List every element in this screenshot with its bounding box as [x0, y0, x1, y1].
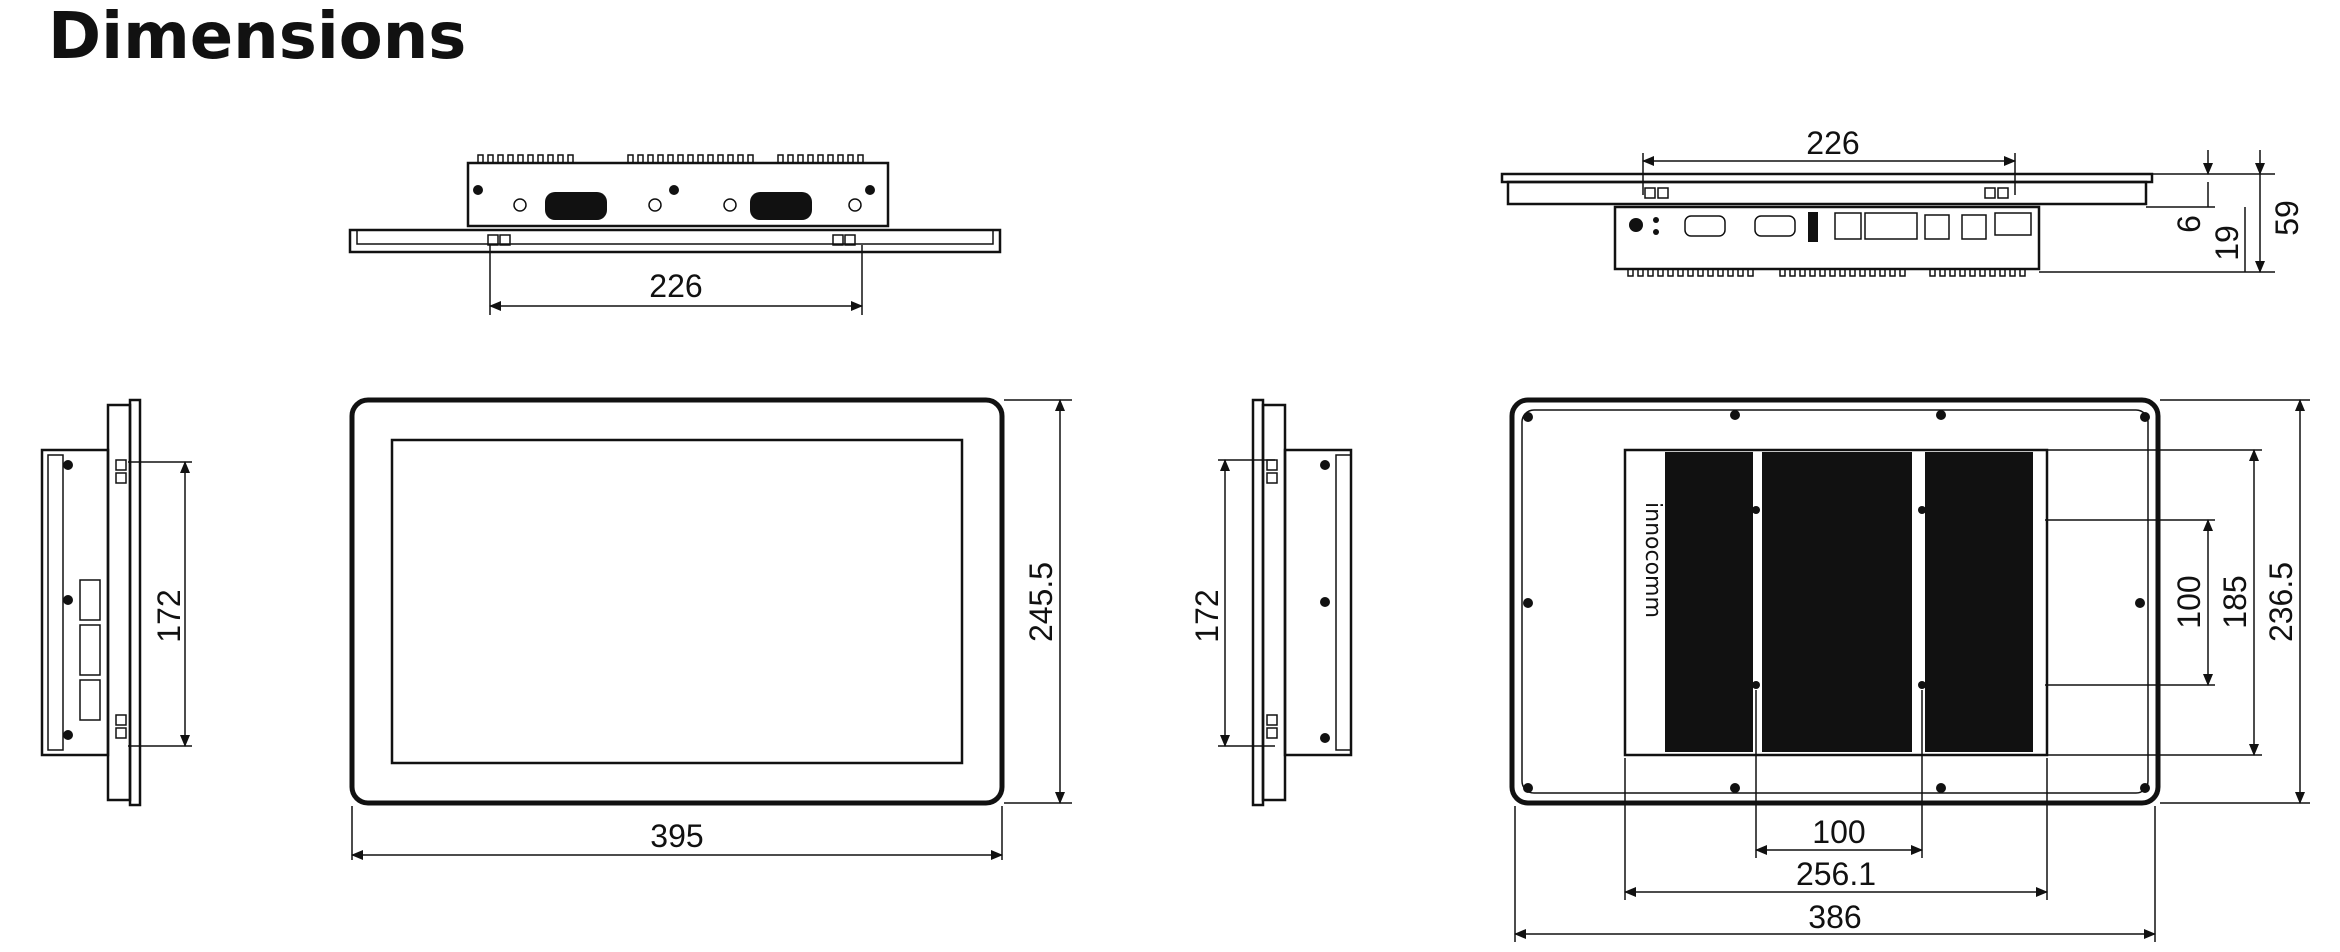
heatsink-block [1762, 452, 1912, 752]
brand-logo: innocomm [1640, 502, 1665, 618]
width-dimension-label: 395 [650, 818, 703, 854]
heatsink-fins [1627, 268, 2026, 277]
vesa-height-label: 100 [2171, 575, 2207, 628]
heatsink-fins [477, 154, 864, 164]
depth-dimension-label: 59 [2269, 200, 2305, 236]
side-view-left: 172 [40, 398, 192, 807]
heatsink-block [1925, 452, 2033, 752]
width-dimension-label: 226 [649, 268, 702, 304]
connector-icon [750, 192, 812, 220]
height-dimension-label: 172 [151, 589, 187, 642]
overall-width-label: 386 [1808, 899, 1861, 935]
chassis-width-label: 256.1 [1796, 856, 1876, 892]
page-title: Dimensions [48, 0, 467, 74]
height-dimension-label: 245.5 [1023, 562, 1059, 642]
front-view: 245.5 395 [349, 397, 1072, 860]
overall-height-label: 236.5 [2263, 562, 2299, 642]
height-dimension-label: 172 [1189, 589, 1225, 642]
vesa-width-label: 100 [1812, 814, 1865, 850]
depth-dimension-label: 19 [2209, 225, 2245, 261]
rear-view: innocomm 100 185 236.5 100 256.1 386 [1509, 397, 2310, 942]
heatsink-block [1665, 452, 1753, 752]
chassis-height-label: 185 [2217, 575, 2253, 628]
connector-icon [545, 192, 607, 220]
side-view-right: 172 [1189, 398, 1353, 807]
depth-dimension-label: 6 [2171, 215, 2207, 233]
top-view-rear: 226 6 19 59 [1500, 125, 2305, 277]
top-view-front: 226 [348, 154, 1002, 315]
width-dimension-label: 226 [1806, 125, 1859, 161]
display-screen [390, 438, 964, 765]
